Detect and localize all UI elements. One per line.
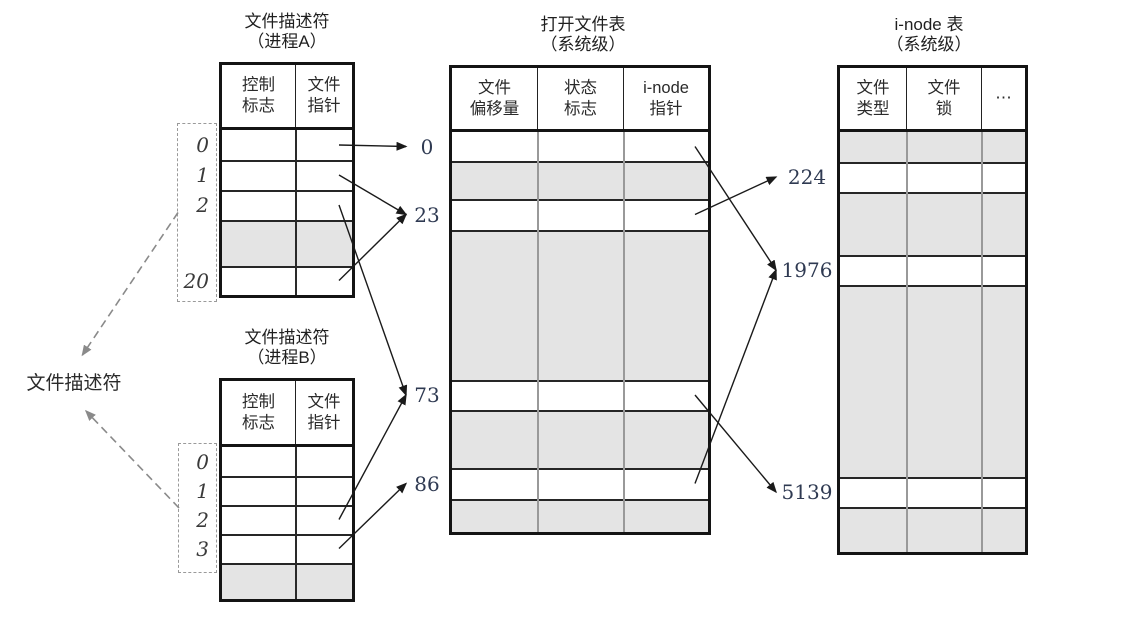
inode-title: i-node 表（系统级）: [819, 15, 1039, 55]
processB-row-1: [222, 476, 352, 505]
openFile-row-label: 86: [414, 471, 440, 496]
inode-column-header: 文件锁: [907, 68, 982, 129]
processA-row-20: [222, 266, 352, 295]
processA-column-header: 控制标志: [222, 65, 296, 127]
processB-column-header: 文件指针: [307, 392, 341, 432]
openFile-row-label: 73: [414, 383, 440, 407]
inode-header: 文件类型文件锁 ⋯: [840, 68, 1025, 132]
processA-row-index: 1: [196, 163, 209, 187]
openFile-row-label: 23: [414, 202, 440, 227]
openFile-column-header: 状态标志: [538, 68, 624, 129]
openFile-row-shaded: [452, 499, 708, 532]
processA-title-line: （进程A）: [247, 32, 327, 51]
processA-column-header: 文件指针: [307, 76, 341, 115]
processB-row-2: [222, 505, 352, 534]
processA-row-index: 20: [183, 268, 209, 293]
processA-row-index: 2: [196, 193, 209, 217]
inode-row-shaded: [840, 507, 1025, 552]
inode-row-224: [840, 162, 1025, 192]
inode-table: 文件类型文件锁 ⋯: [837, 65, 1028, 555]
inode-row-shaded: [840, 192, 1025, 255]
processB-row-index: 3: [196, 536, 209, 561]
inode-column-divider: [981, 132, 983, 552]
inode-row-5139: [840, 477, 1025, 507]
processA-row-index: 0: [196, 133, 209, 157]
processA-title: 文件描述符（进程A）: [177, 12, 397, 52]
link-pa-box-to-side-label: [81, 212, 179, 357]
inode-row-label: 1976: [781, 258, 833, 282]
processB-row-index: 0: [196, 449, 209, 474]
openFile-row-73: [452, 380, 708, 410]
inode-title-line: （系统级）: [886, 35, 972, 54]
processB-title-line: （进程B）: [247, 348, 327, 367]
openFile-title: 打开文件表（系统级）: [473, 15, 693, 55]
processB-row-0: [222, 447, 352, 476]
openFile-title-line: 打开文件表: [540, 15, 626, 34]
inode-column-header: 文件类型: [840, 68, 907, 129]
openFile-row-shaded: [452, 161, 708, 199]
processA-row-2: [222, 190, 352, 220]
inode-row-1976: [840, 255, 1025, 285]
processB-column-divider: [295, 447, 297, 599]
inode-row-label: 5139: [781, 480, 833, 504]
processB-title: 文件描述符（进程B）: [177, 328, 397, 368]
inode-row-shaded: [840, 132, 1025, 162]
openFile-row-86: [452, 468, 708, 499]
processB-title-line: 文件描述符: [244, 328, 330, 347]
processB-row-index: 1: [196, 478, 209, 503]
processA-title-line: 文件描述符: [244, 12, 330, 31]
processA-row-shaded: [222, 220, 352, 266]
processB-row-3: [222, 534, 352, 563]
processA-row-0: [222, 130, 352, 160]
openFile-column-divider: [537, 132, 539, 532]
processA-column-divider: [295, 130, 297, 295]
openFile-column-header: 文件偏移量: [452, 68, 538, 129]
inode-column-header: ⋯: [995, 89, 1012, 107]
inode-title-line: i-node 表: [894, 15, 964, 34]
processA-header: 控制标志文件指针: [222, 65, 352, 130]
processA-table: 控制标志文件指针: [219, 62, 355, 298]
link-pb-box-to-side-label: [84, 409, 180, 509]
file-descriptor-side-label: 文件描述符: [26, 373, 122, 394]
openFile-row-shaded: [452, 410, 708, 468]
openFile-title-line: （系统级）: [540, 35, 626, 54]
processB-header: 控制标志文件指针: [222, 381, 352, 447]
inode-row-shaded: [840, 285, 1025, 477]
processB-row-index: 2: [196, 507, 209, 532]
processB-table: 控制标志文件指针: [219, 378, 355, 602]
openFile-column-divider: [623, 132, 625, 532]
inode-row-label: 224: [787, 165, 827, 189]
processA-row-1: [222, 160, 352, 190]
processB-row-shaded: [222, 563, 352, 599]
inode-column-divider: [906, 132, 908, 552]
processB-column-header: 控制标志: [222, 381, 296, 444]
openFile-row-label: 0: [420, 134, 434, 159]
openFile-row-shaded: [452, 230, 708, 380]
openFile-row-0: [452, 132, 708, 161]
openFile-row-23: [452, 199, 708, 230]
